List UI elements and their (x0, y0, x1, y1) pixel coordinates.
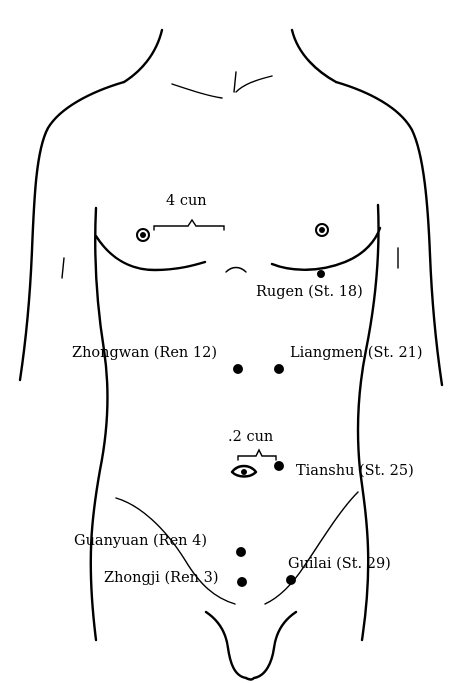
left-pectoral-line (96, 236, 205, 270)
right-groin-line (265, 492, 358, 604)
label-zhongwan: Zhongwan (Ren 12) (72, 346, 217, 361)
point-tianshu (274, 461, 284, 471)
point-rugen (317, 270, 325, 278)
nipple-left-center (140, 232, 146, 238)
label-guanyuan: Guanyuan (Ren 4) (74, 534, 207, 549)
right-shoulder-arm (336, 82, 442, 385)
neck-left-line (124, 30, 162, 82)
sternal-notch (234, 72, 236, 92)
point-guilai (286, 575, 296, 585)
neck-right-line (292, 30, 336, 82)
point-liangmen (274, 364, 284, 374)
lower-bottom-contour (246, 678, 254, 680)
nipple-right-center (319, 227, 325, 233)
label-guilai: Guilai (St. 29) (288, 557, 391, 572)
collarbone-left (172, 84, 222, 98)
left-inner-arm (62, 258, 64, 278)
two-cun-bracket (238, 450, 276, 460)
xiphoid-mark (226, 268, 246, 273)
label-two-cun: .2 cun (228, 430, 273, 445)
point-zhongwan (233, 364, 243, 374)
lower-right-contour (254, 612, 296, 678)
label-rugen: Rugen (St. 18) (256, 285, 363, 300)
lower-left-contour (206, 612, 246, 678)
collarbone-right (236, 76, 272, 92)
torso-right-side (358, 205, 379, 640)
left-groin-line (116, 498, 235, 604)
label-liangmen: Liangmen (St. 21) (290, 346, 423, 361)
left-shoulder-arm (20, 82, 124, 380)
label-four-cun: 4 cun (166, 194, 207, 209)
point-guanyuan (236, 547, 246, 557)
label-zhongji: Zhongji (Ren 3) (104, 571, 219, 586)
label-tianshu: Tianshu (St. 25) (296, 464, 414, 479)
point-zhongji (237, 577, 247, 587)
umbilicus-center (241, 469, 247, 475)
four-cun-bracket (154, 220, 224, 230)
